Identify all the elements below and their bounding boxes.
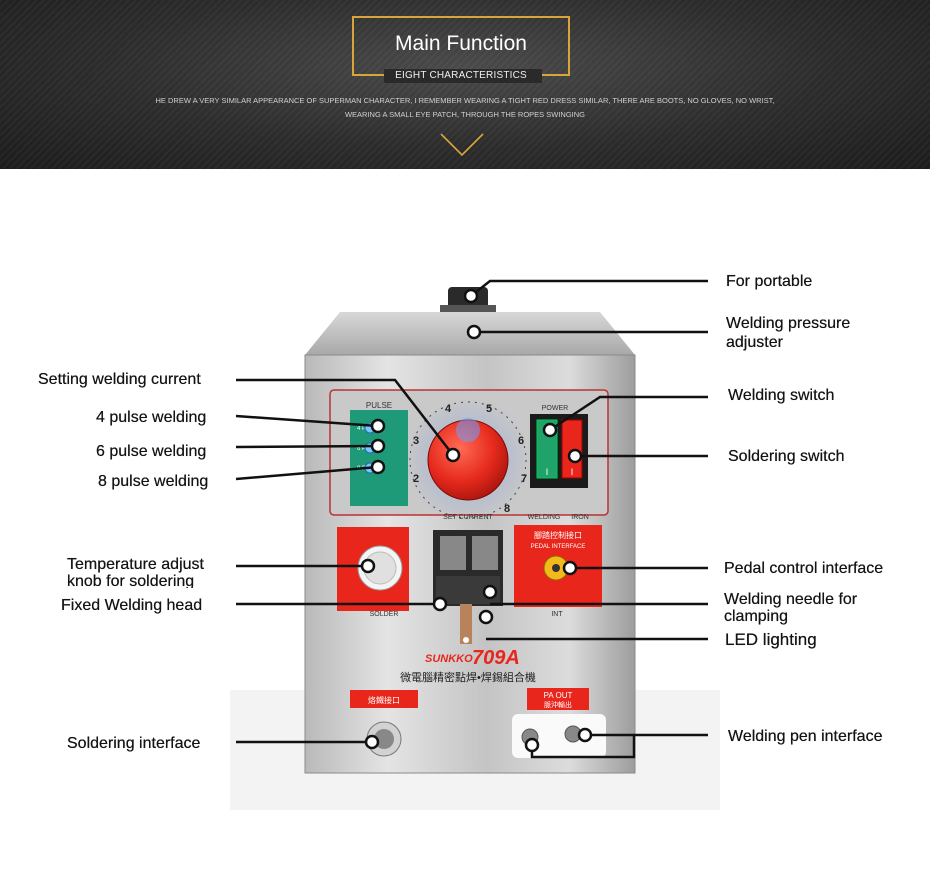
- pedal-en-label: PEDAL INTERFACE: [531, 544, 586, 550]
- dial-num-4: 4: [445, 403, 452, 415]
- solder-label: SOLDER: [370, 611, 399, 618]
- callout-8-pulse-welding: 8 pulse welding: [98, 473, 209, 490]
- callout-pedal-control-interface: Pedal control interface: [724, 560, 884, 577]
- brand-label: SUNKKO: [425, 653, 473, 665]
- dial-num-2: 2: [413, 473, 419, 485]
- chevron-down-icon: [440, 133, 484, 157]
- callout-soldering-interface: Soldering interface: [67, 735, 201, 752]
- pa-out-cn-label: 脈沖輸出: [544, 700, 572, 709]
- dial-num-5: 5: [486, 403, 492, 415]
- callout-fixed-welding-head: Fixed Welding head: [61, 597, 203, 614]
- svg-text:I: I: [546, 467, 549, 477]
- pedal-cn-label: 腳踏控制接口: [534, 530, 582, 540]
- dial-num-7: 7: [521, 473, 527, 485]
- svg-text:I: I: [571, 467, 574, 477]
- subtitle-backdrop: [384, 69, 542, 83]
- callout-setting-welding-current: Setting welding current: [38, 371, 201, 388]
- callout-soldering-switch: Soldering switch: [728, 448, 845, 465]
- callout-4-pulse-welding: 4 pulse welding: [96, 409, 207, 426]
- callout-temperature-adjust-knob: Temperature adjust knob for soldering: [67, 556, 204, 588]
- solder-port-label: 烙鐵接口: [368, 695, 400, 705]
- callout-for-portable: For portable: [726, 273, 813, 290]
- device-subtitle-cn: 微電腦精密點焊•焊錫組合機: [400, 670, 536, 684]
- callout-welding-needle-for-clamping: Welding needle for clamping: [724, 591, 858, 625]
- callout-welding-pen-interface: Welding pen interface: [728, 728, 883, 745]
- header-banner: Main Function EIGHT CHARACTERISTICS HE D…: [0, 0, 930, 169]
- dial-num-6: 6: [518, 435, 524, 447]
- int-label: INT: [551, 611, 563, 618]
- model-label: 709A: [472, 647, 520, 669]
- banner-subtitle: EIGHT CHARACTERISTICS: [395, 70, 527, 81]
- banner-title: Main Function: [395, 32, 527, 55]
- dial-num-8: 8: [504, 503, 510, 515]
- banner-blurb: HE DREW A VERY SIMILAR APPEARANCE OF SUP…: [155, 96, 775, 119]
- dial-num-3: 3: [413, 435, 419, 447]
- callout-welding-pressure-adjuster: Welding pressure adjuster: [726, 315, 851, 351]
- callout-6-pulse-welding: 6 pulse welding: [96, 443, 207, 460]
- pulse-label: PULSE: [366, 401, 392, 410]
- power-label: POWER: [542, 405, 568, 412]
- callout-welding-switch: Welding switch: [728, 387, 835, 404]
- pa-out-label: PA OUT: [544, 691, 573, 700]
- welding-label: WELDING: [528, 514, 561, 521]
- callout-led-lighting: LED lighting: [725, 630, 817, 649]
- iron-label: IRON: [571, 514, 589, 521]
- set-current-label: SET CURRENT: [443, 514, 493, 521]
